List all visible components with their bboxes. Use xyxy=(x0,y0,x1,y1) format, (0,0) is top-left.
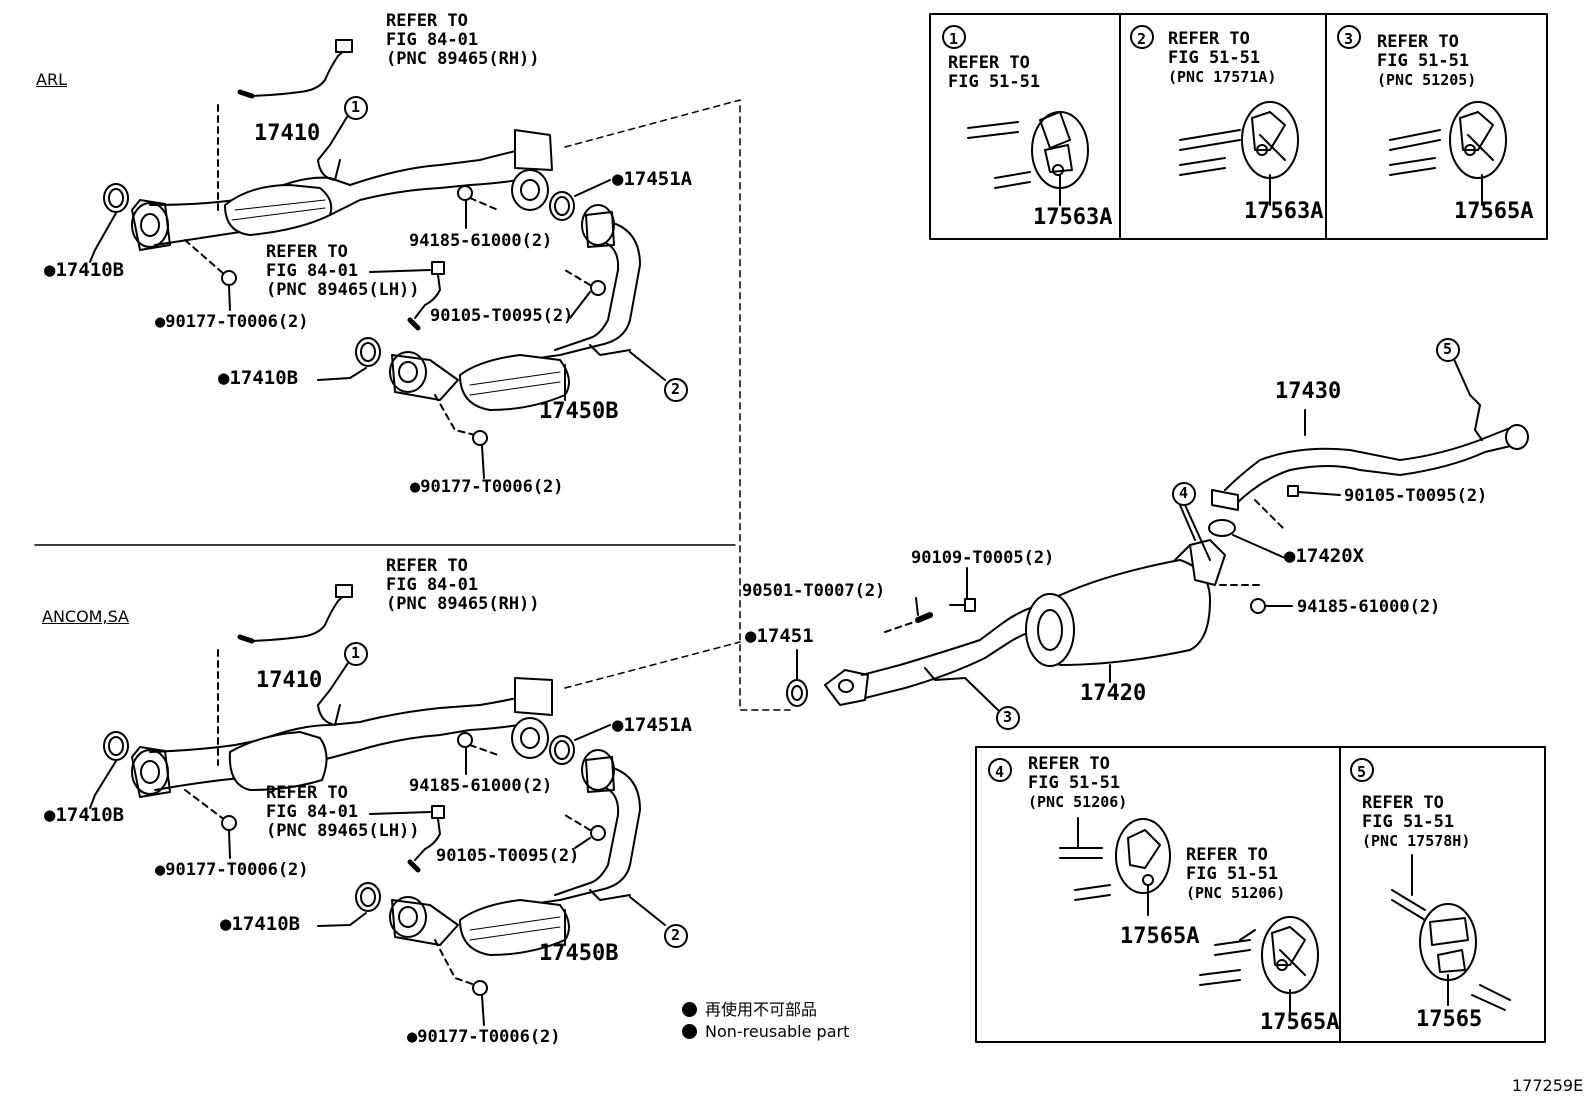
part-17430: 17430 xyxy=(1275,379,1342,404)
callout-3: 3 xyxy=(1003,708,1013,726)
part-17420x: ●17420X xyxy=(1284,545,1365,567)
part-17450b-upper: 17450B xyxy=(539,399,619,424)
callout-4: 4 xyxy=(1179,484,1189,502)
section-label-ancom: ANCOM,SA xyxy=(42,607,129,626)
part-90177-upper-b: ●90177-T0006(2) xyxy=(410,477,564,497)
legend-en: Non-reusable part xyxy=(682,1022,849,1041)
part-94185-right: 94185-61000(2) xyxy=(1297,597,1441,617)
part-90105-lower: 90105-T0095(2) xyxy=(436,846,580,866)
box3-part: 17565A xyxy=(1454,199,1534,224)
part-94185-lower: 94185-61000(2) xyxy=(409,776,553,796)
hanger-5 xyxy=(1391,854,1511,1011)
box1-num: 1 xyxy=(949,30,959,48)
callout-2-upper: 2 xyxy=(671,380,681,398)
part-17410-lower: 17410 xyxy=(256,668,323,693)
part-90109: 90109-T0005(2) xyxy=(911,548,1055,568)
hanger-3 xyxy=(1389,101,1507,206)
box1-part: 17563A xyxy=(1033,205,1113,230)
part-90177-upper-a: ●90177-T0006(2) xyxy=(155,312,309,332)
muffler-assembly xyxy=(786,338,1529,730)
callout-5: 5 xyxy=(1443,340,1453,358)
hanger-2 xyxy=(1179,101,1299,206)
hanger-4a xyxy=(1059,817,1171,916)
bullet-icon xyxy=(682,1024,697,1039)
callout-1-upper: 1 xyxy=(351,98,361,116)
part-17410b-upper-b: ●17410B xyxy=(218,367,299,389)
upper-assembly xyxy=(89,39,791,711)
bullet-icon xyxy=(682,1002,697,1017)
part-17451: ●17451 xyxy=(745,625,814,647)
part-90177-lower-a: ●90177-T0006(2) xyxy=(155,860,309,880)
part-90105-upper: 90105-T0095(2) xyxy=(430,306,574,326)
box4-part-a: 17565A xyxy=(1120,924,1200,949)
part-17420: 17420 xyxy=(1080,681,1147,706)
part-17451a-lower: ●17451A xyxy=(612,714,693,736)
box2-num: 2 xyxy=(1137,30,1147,48)
part-90501: 90501-T0007(2) xyxy=(742,581,886,601)
legend-jp: 再使用不可部品 xyxy=(682,996,817,1020)
part-17410b-upper-a: ●17410B xyxy=(44,259,125,281)
box4-part-b: 17565A xyxy=(1260,1010,1340,1035)
callout-2-lower: 2 xyxy=(671,926,681,944)
part-17410-upper: 17410 xyxy=(254,121,321,146)
part-17410b-lower-a: ●17410B xyxy=(44,804,125,826)
hanger-4b xyxy=(1199,916,1319,1013)
callout-1-lower: 1 xyxy=(351,644,361,662)
section-label-arl: ARL xyxy=(36,70,67,89)
part-90105-right: 90105-T0095(2) xyxy=(1344,486,1488,506)
box4-num: 4 xyxy=(995,763,1005,781)
part-90177-lower-b: ●90177-T0006(2) xyxy=(407,1027,561,1047)
lower-assembly xyxy=(89,584,741,1026)
box3-num: 3 xyxy=(1344,30,1354,48)
box5-part: 17565 xyxy=(1416,1007,1483,1032)
part-94185-upper: 94185-61000(2) xyxy=(409,231,553,251)
part-17410b-lower-b: ●17410B xyxy=(220,913,301,935)
box2-part: 17563A xyxy=(1244,199,1324,224)
part-17450b-lower: 17450B xyxy=(539,941,619,966)
box5-num: 5 xyxy=(1357,763,1367,781)
figure-id: 177259E xyxy=(1512,1076,1584,1095)
part-17451a-upper: ●17451A xyxy=(612,168,693,190)
hanger-1 xyxy=(967,111,1089,206)
